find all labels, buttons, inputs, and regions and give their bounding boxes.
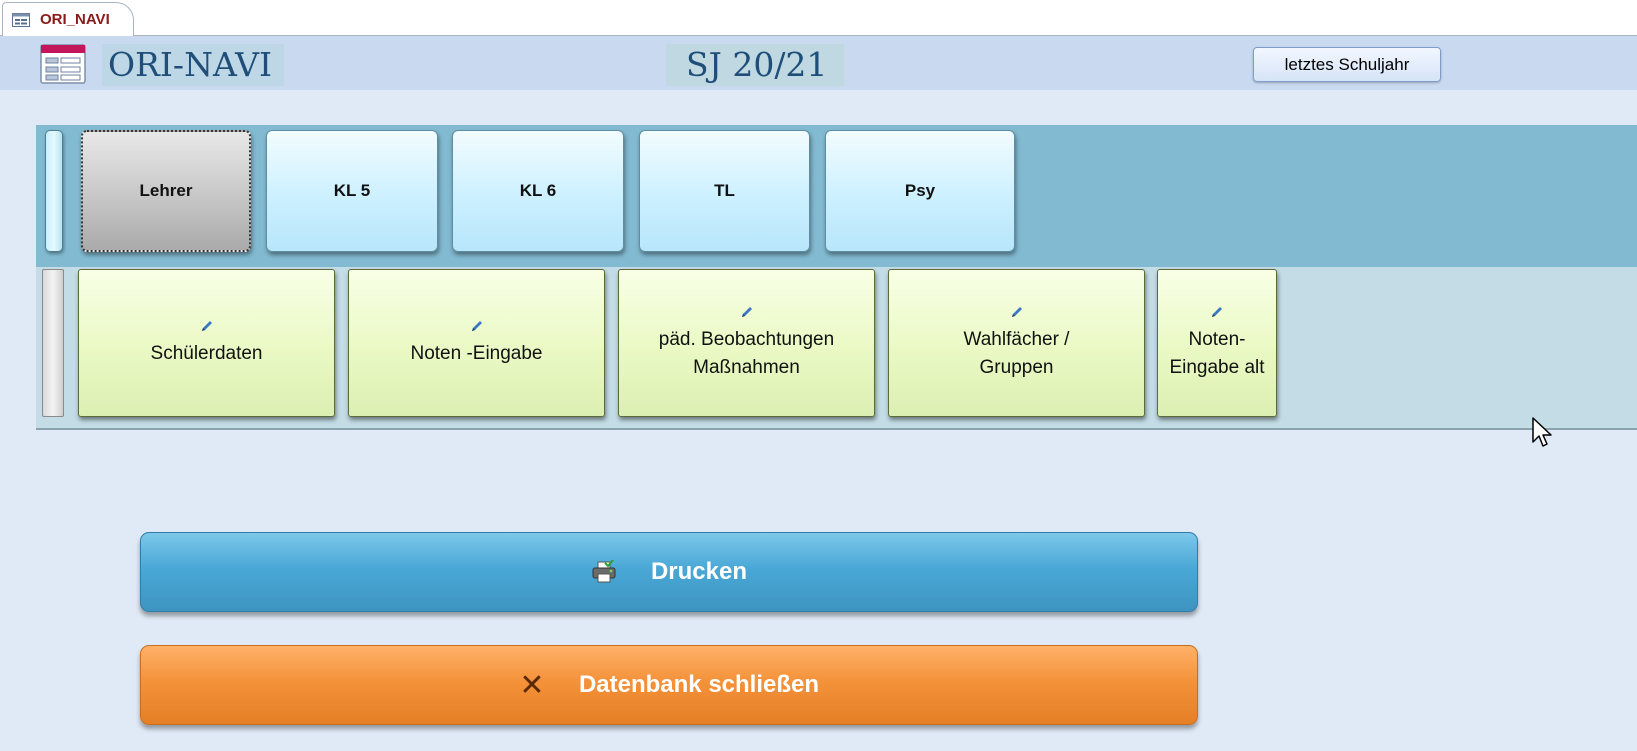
mouse-cursor-icon [1532,417,1552,447]
role-row-handle[interactable] [45,130,63,252]
function-button-noten-eingabe[interactable]: Noten -Eingabe [348,269,605,417]
pencil-icon [471,321,482,331]
school-year-label: SJ 20/21 [686,45,828,84]
function-button-schuelerdaten[interactable]: Schülerdaten [78,269,335,417]
function-button-paed-beobachtungen[interactable]: päd. Beobachtungen Maßnahmen [618,269,875,417]
role-button-kl6[interactable]: KL 6 [452,130,624,252]
close-icon: ✕ [519,668,545,702]
pencil-icon [1212,307,1222,317]
form-icon [40,44,86,84]
function-row-handle[interactable] [42,269,64,417]
role-button-lehrer[interactable]: Lehrer [81,130,251,252]
school-year-background [666,44,844,86]
title-background [102,44,284,86]
role-button-tl[interactable]: TL [639,130,810,252]
print-button-label: Drucken [650,558,748,585]
printer-icon [591,559,617,585]
pencil-icon [1011,307,1022,317]
function-button-wahlfaecher[interactable]: Wahlfächer / Gruppen [888,269,1145,417]
function-label: Noten -Eingabe [410,343,543,364]
form-header: ORI-NAVI SJ 20/21 letztes Schuljahr [0,36,1637,90]
role-button-kl5[interactable]: KL 5 [266,130,438,252]
close-database-button[interactable]: ✕ Datenbank schließen [140,645,1198,725]
function-label: Schülerdaten [150,343,263,364]
last-school-year-button[interactable]: letztes Schuljahr [1253,47,1441,82]
document-tab[interactable]: ORI_NAVI [2,2,134,36]
form-icon [12,12,30,27]
pencil-icon [741,307,752,317]
function-label: Noten- Eingabe alt [1169,329,1265,378]
pencil-icon [201,321,212,331]
role-button-row: Lehrer KL 5 KL 6 TL Psy [36,125,1637,267]
function-label: Wahlfächer / Gruppen [963,329,1070,378]
function-button-row: Schülerdaten Noten -Eingabe päd. Beobach… [36,267,1637,430]
document-tab-strip: ORI_NAVI [0,0,1637,36]
role-button-psy[interactable]: Psy [825,130,1015,252]
form-title: ORI-NAVI [108,45,273,84]
document-tab-title: ORI_NAVI [40,11,110,28]
close-database-label: Datenbank schließen [578,671,820,698]
function-button-noten-eingabe-alt[interactable]: Noten- Eingabe alt [1157,269,1277,417]
print-button[interactable]: Drucken [140,532,1198,612]
function-label: päd. Beobachtungen Maßnahmen [658,329,835,378]
